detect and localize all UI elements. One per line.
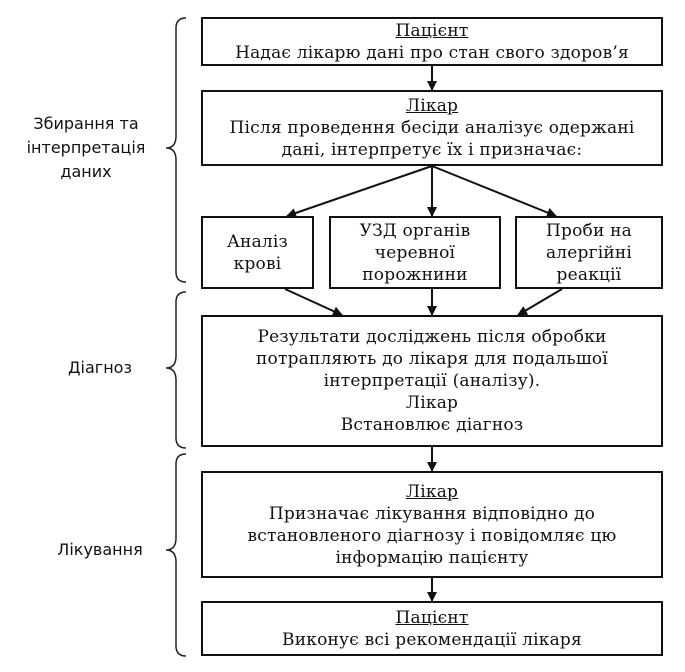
doctor-interpret-line-2: дані, інтерпретує їх і призначає: xyxy=(281,140,583,160)
patient-bottom-role: Пацієнт xyxy=(395,607,469,628)
box-allergy-tests: Проби на алергійні реакції xyxy=(515,216,663,289)
phase-label-diagnosis: Діагноз xyxy=(68,358,132,377)
arrow-blood-to-results xyxy=(284,288,343,316)
phase-collect-line-1: Збирання та xyxy=(33,114,139,133)
doctor-interpret-line-1: Після проведення бесіди аналізує одержан… xyxy=(229,118,635,138)
ultrasound-line-3: порожнини xyxy=(362,264,468,285)
box-doctor-treat: Лікар Призначає лікування відповідно до … xyxy=(201,471,663,578)
blood-test-line-2: крові xyxy=(233,253,282,274)
results-action: Встановлює діагноз xyxy=(340,415,524,435)
phase-label-treatment: Лікування xyxy=(57,540,143,559)
brace-diagnosis xyxy=(165,291,187,449)
brace-treatment xyxy=(165,453,187,657)
allergy-line-2: алергійні xyxy=(545,242,633,263)
allergy-line-1: Проби на xyxy=(546,220,632,241)
arrow-doctor-to-allergy xyxy=(431,165,557,218)
results-role: Лікар xyxy=(405,393,459,413)
results-line-3: інтерпретації (аналізу). xyxy=(323,371,541,391)
phase-label-collect: Збирання та інтерпретація даних xyxy=(6,112,166,184)
patient-top-role: Пацієнт xyxy=(395,20,469,41)
results-line-1: Результати досліджень після обробки xyxy=(257,327,607,347)
patient-bottom-text: Виконує всі рекомендації лікаря xyxy=(282,629,582,650)
patient-top-text: Надає лікарю дані про стан свого здоров’… xyxy=(235,42,629,63)
box-ultrasound: УЗД органів черевної порожнини xyxy=(329,216,501,289)
box-patient-bottom: Пацієнт Виконує всі рекомендації лікаря xyxy=(201,601,663,656)
doctor-treat-line-1: Призначає лікування відповідно до xyxy=(268,503,596,524)
blood-test-line-1: Аналіз xyxy=(226,231,289,252)
box-patient-top: Пацієнт Надає лікарю дані про стан свого… xyxy=(201,17,663,66)
doctor-interpret-role: Лікар xyxy=(405,96,459,116)
box-blood-test: Аналіз крові xyxy=(201,216,314,289)
results-line-2: потрапляють до лікаря для подальшої xyxy=(256,349,608,369)
ultrasound-line-2: черевної xyxy=(374,242,456,263)
phase-collect-line-3: даних xyxy=(60,162,112,181)
ultrasound-line-1: УЗД органів xyxy=(359,220,471,241)
doctor-treat-role: Лікар xyxy=(405,481,459,502)
arrow-doctor-to-blood xyxy=(286,165,433,218)
arrow-allergy-to-results xyxy=(517,288,563,316)
allergy-line-3: реакції xyxy=(556,264,622,285)
phase-collect-line-2: інтерпретація xyxy=(26,138,146,157)
brace-collect xyxy=(165,17,187,283)
doctor-treat-line-3: інформацію пацієнту xyxy=(335,547,529,568)
box-doctor-interpret: Лікар Після проведення бесіди аналізує о… xyxy=(201,90,663,166)
doctor-treat-line-2: встановленого діагнозу і повідомляє цю xyxy=(247,525,617,546)
box-results: Результати досліджень після обробки потр… xyxy=(201,315,663,447)
